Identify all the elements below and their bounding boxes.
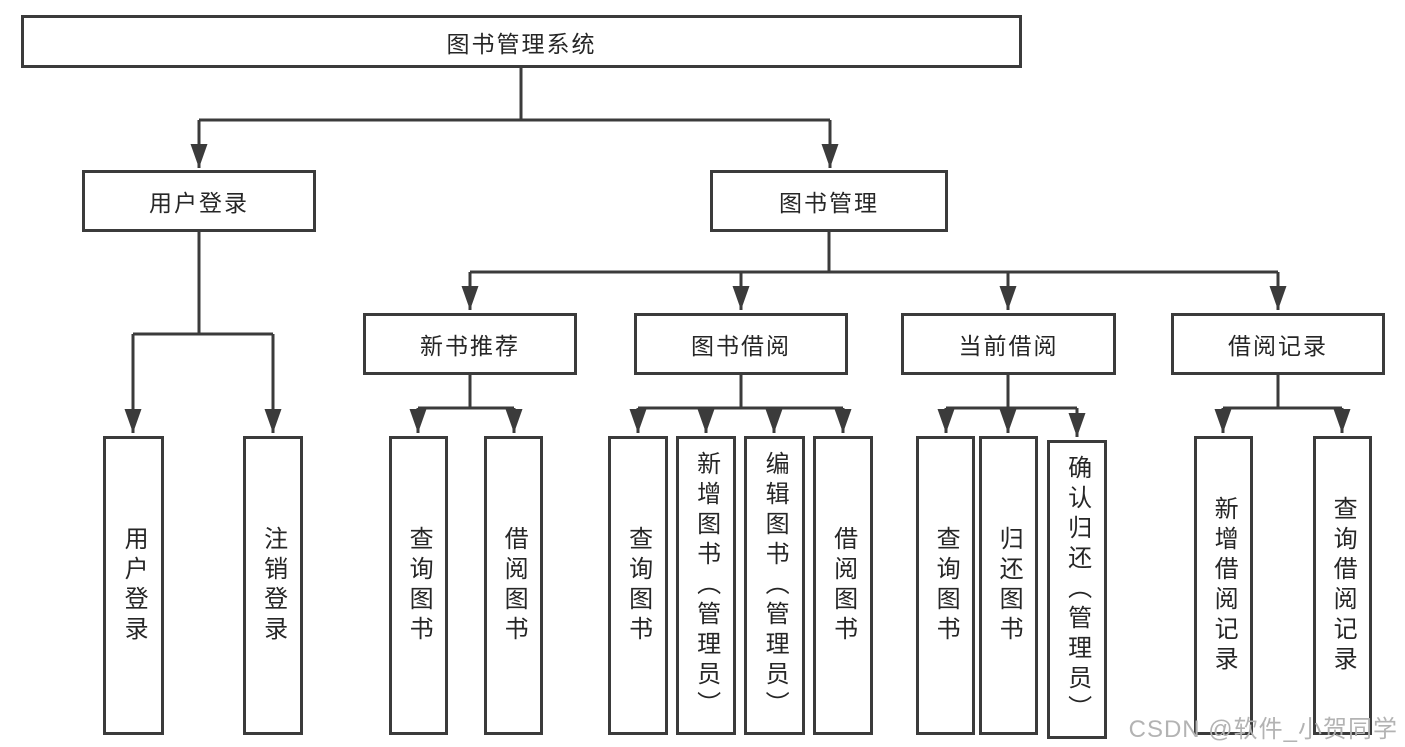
node-borrow-records-label: 借阅记录 bbox=[1228, 333, 1328, 359]
leaf-cb-confirm-return-admin: 确认归还（管理员） bbox=[1047, 440, 1107, 739]
node-current-borrow: 当前借阅 bbox=[901, 313, 1116, 375]
leaf-bb-add-books-admin-label: 新增图书（管理员） bbox=[692, 450, 720, 721]
node-root-label: 图书管理系统 bbox=[446, 30, 597, 57]
node-borrow-records: 借阅记录 bbox=[1171, 313, 1385, 375]
node-user-login-label: 用户登录 bbox=[149, 190, 249, 216]
node-new-book-recommend-label: 新书推荐 bbox=[420, 333, 520, 359]
node-book-borrow: 图书借阅 bbox=[634, 313, 848, 375]
leaf-nb-query-books: 查询图书 bbox=[389, 436, 448, 735]
leaf-cb-query-books: 查询图书 bbox=[916, 436, 975, 735]
node-current-borrow-label: 当前借阅 bbox=[958, 333, 1059, 359]
leaf-br-add-record-label: 新增借阅记录 bbox=[1210, 495, 1238, 676]
leaf-nb-borrow-books: 借阅图书 bbox=[484, 436, 543, 735]
leaf-bb-query-books-label: 查询图书 bbox=[624, 525, 652, 646]
leaf-bb-borrow-books: 借阅图书 bbox=[813, 436, 873, 735]
leaf-bb-edit-books-admin-label: 编辑图书（管理员） bbox=[761, 450, 789, 721]
node-root: 图书管理系统 bbox=[21, 15, 1022, 68]
leaf-br-add-record: 新增借阅记录 bbox=[1194, 436, 1253, 735]
leaf-cb-query-books-label: 查询图书 bbox=[932, 525, 960, 646]
leaf-bb-add-books-admin: 新增图书（管理员） bbox=[676, 436, 736, 735]
leaf-cb-confirm-return-admin-label: 确认归还（管理员） bbox=[1063, 454, 1091, 725]
leaf-cb-return-books: 归还图书 bbox=[979, 436, 1038, 735]
leaf-nb-borrow-books-label: 借阅图书 bbox=[500, 525, 528, 646]
leaf-cb-return-books-label: 归还图书 bbox=[995, 525, 1023, 646]
leaf-logout-label: 注销登录 bbox=[259, 525, 287, 646]
node-new-book-recommend: 新书推荐 bbox=[363, 313, 577, 375]
node-book-management-label: 图书管理 bbox=[779, 190, 879, 216]
leaf-bb-query-books: 查询图书 bbox=[608, 436, 668, 735]
node-book-borrow-label: 图书借阅 bbox=[691, 333, 791, 359]
node-book-management: 图书管理 bbox=[710, 170, 948, 232]
leaf-br-query-record-label: 查询借阅记录 bbox=[1329, 495, 1357, 676]
leaf-bb-edit-books-admin: 编辑图书（管理员） bbox=[744, 436, 805, 735]
leaf-logout: 注销登录 bbox=[243, 436, 303, 735]
node-user-login: 用户登录 bbox=[82, 170, 316, 232]
leaf-br-query-record: 查询借阅记录 bbox=[1313, 436, 1372, 735]
leaf-nb-query-books-label: 查询图书 bbox=[405, 525, 433, 646]
leaf-user-login: 用户登录 bbox=[103, 436, 164, 735]
csdn-watermark: CSDN @软件_小贺同学 bbox=[1128, 716, 1398, 743]
leaf-bb-borrow-books-label: 借阅图书 bbox=[829, 525, 857, 646]
leaf-user-login-label: 用户登录 bbox=[120, 525, 148, 646]
